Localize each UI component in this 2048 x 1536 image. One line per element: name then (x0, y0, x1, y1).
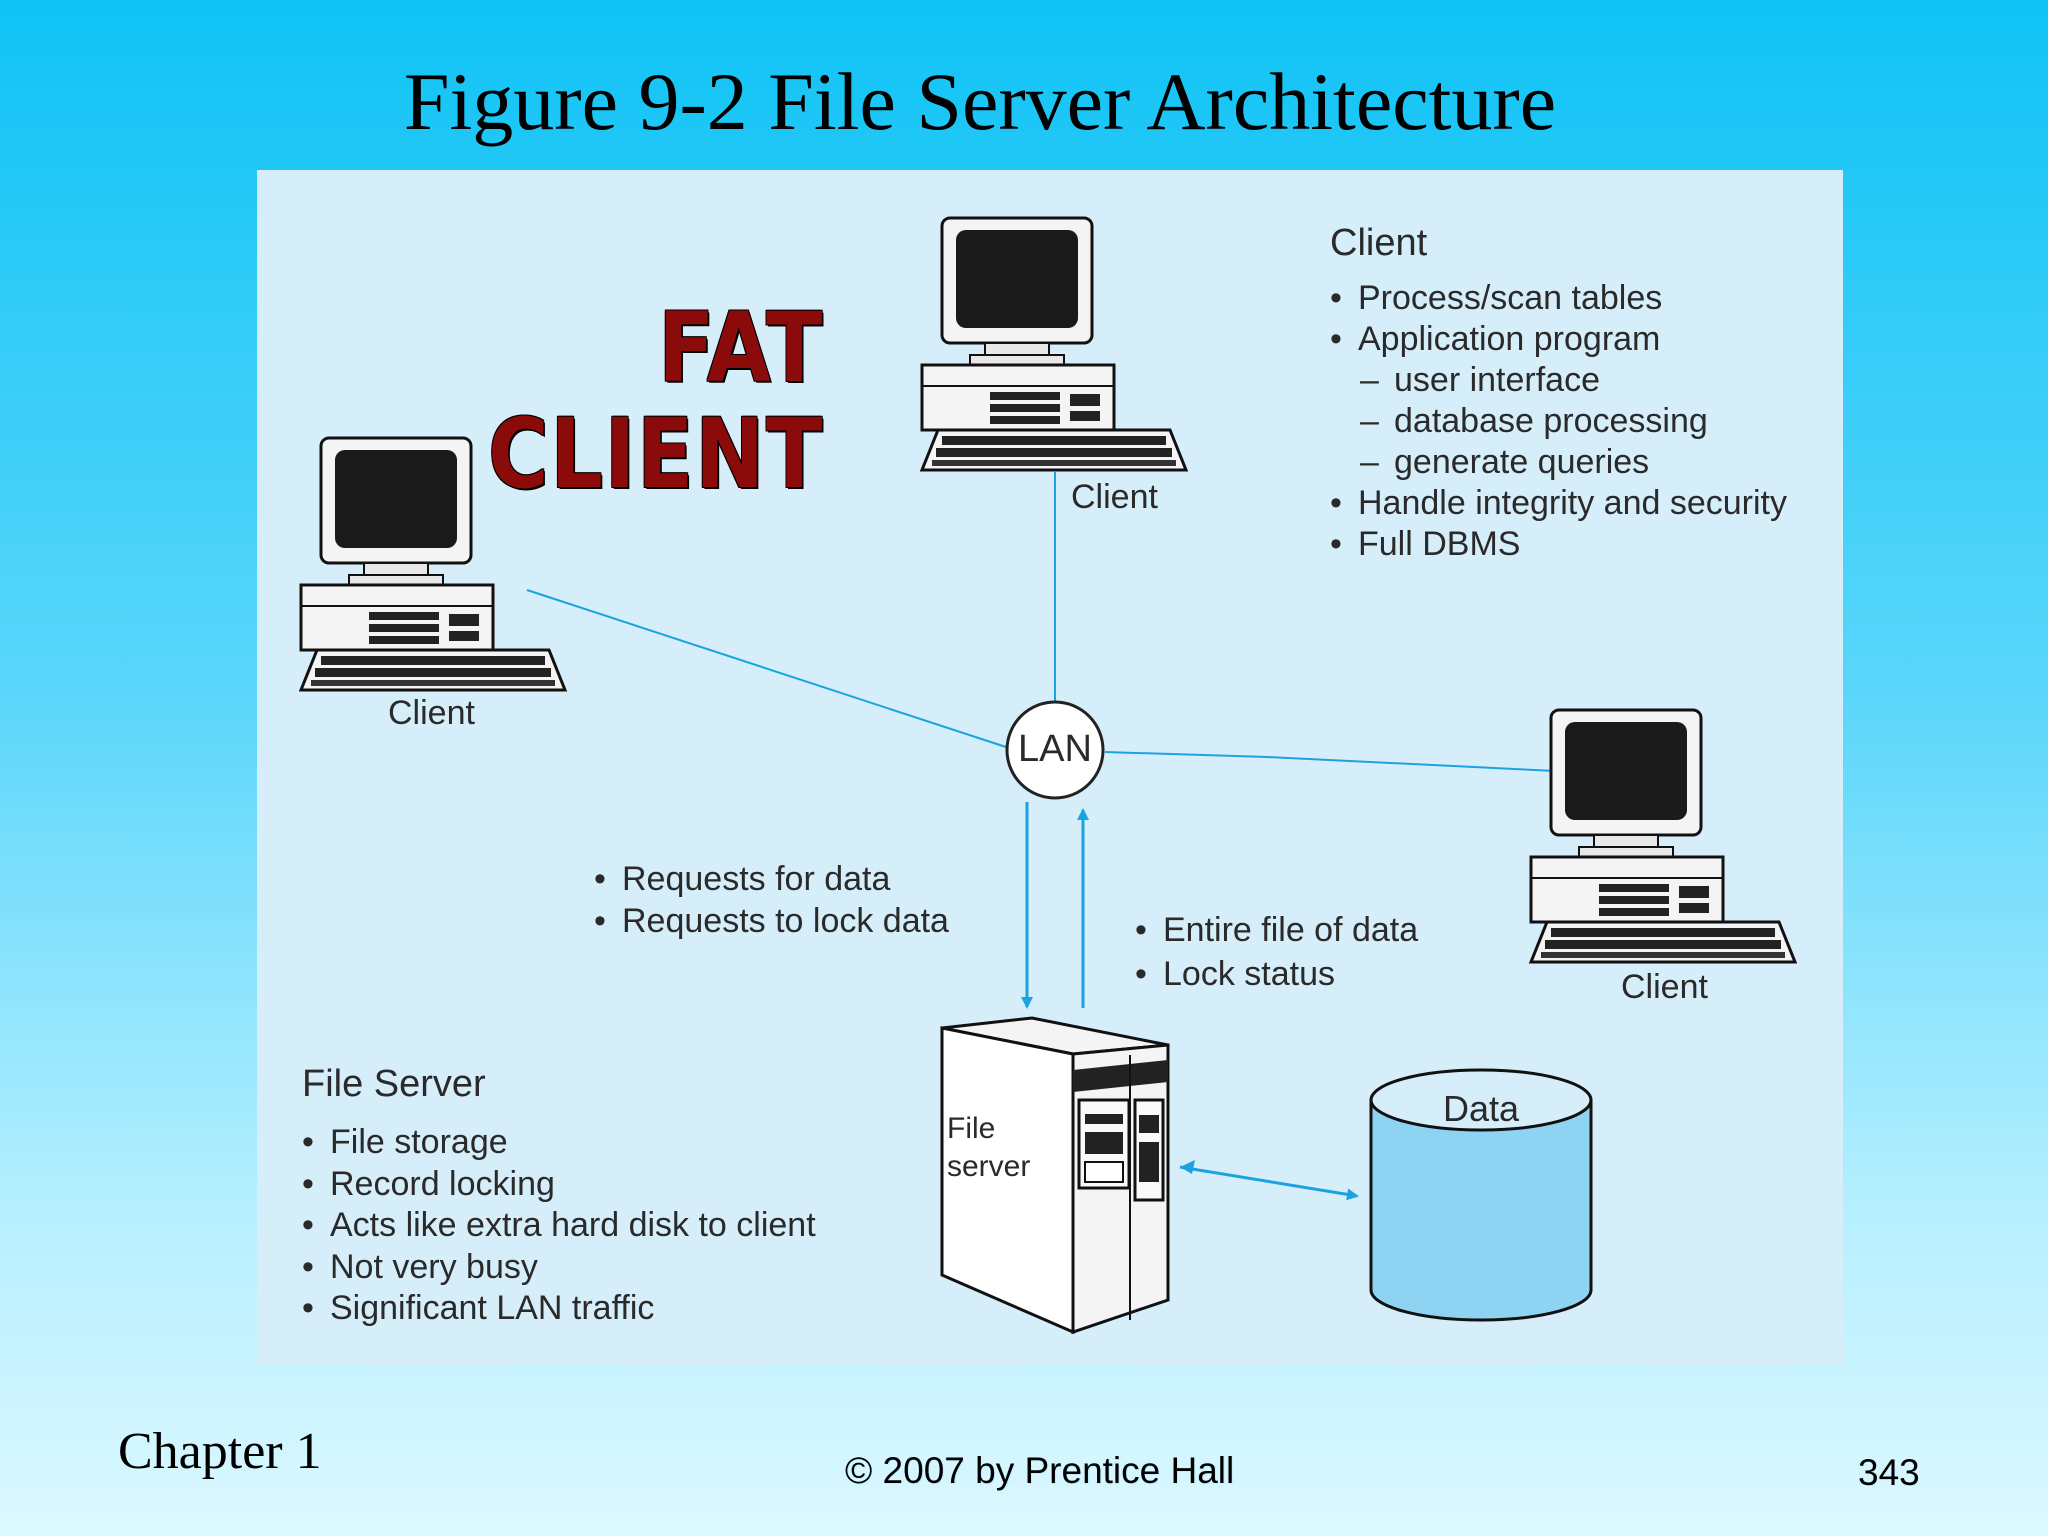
left-client-label: Client (388, 694, 475, 732)
top-client-computer (920, 216, 1188, 472)
file-server-info-item: Significant LAN traffic (302, 1288, 816, 1330)
fat-client-label-line1: FAT (658, 292, 824, 404)
lan-node (1005, 700, 1105, 800)
response-item: Lock status (1135, 952, 1418, 996)
data-cylinder (1369, 1068, 1593, 1322)
fat-client-label-line2: CLIENT (487, 398, 824, 510)
lan-line-right-client (1104, 751, 1598, 774)
client-info-subitem: database processing (1360, 401, 1787, 442)
responses-list: Entire file of data Lock status (1135, 908, 1418, 996)
lan-label: LAN (1018, 728, 1092, 770)
file-server-info-heading: File Server (302, 1063, 486, 1105)
requests-list: Requests for data Requests to lock data (594, 858, 949, 942)
response-item: Entire file of data (1135, 908, 1418, 952)
file-server-box-label-line1: File (947, 1112, 996, 1145)
right-client-computer (1529, 708, 1797, 964)
slide-title: Figure 9-2 File Server Architecture (403, 56, 1557, 147)
client-info-item: Handle integrity and security (1330, 483, 1787, 524)
request-item: Requests to lock data (594, 900, 949, 942)
diagram-panel: FAT CLIENT Client Client Client LAN Clie… (257, 170, 1843, 1366)
lan-line-left-client (526, 589, 1010, 749)
client-info-list: Process/scan tables Application program … (1330, 278, 1787, 565)
footer-page-number: 343 (1858, 1452, 1920, 1493)
client-info-item: Application program (1330, 319, 1787, 360)
file-server-tower (940, 1016, 1170, 1335)
file-server-info-item: Not very busy (302, 1247, 816, 1289)
server-data-arrow (1179, 1165, 1359, 1201)
footer-copyright: © 2007 by Prentice Hall (845, 1450, 1235, 1491)
file-server-info-item: Acts like extra hard disk to client (302, 1205, 816, 1247)
file-server-info-item: File storage (302, 1122, 816, 1164)
client-info-item: Full DBMS (1330, 524, 1787, 565)
footer-chapter: Chapter 1 (118, 1423, 322, 1480)
diagram-canvas (299, 216, 1797, 1335)
file-server-info-item: Record locking (302, 1164, 816, 1206)
client-info-subitem: generate queries (1360, 442, 1787, 483)
top-client-label: Client (1071, 478, 1158, 516)
file-server-info-list: File storage Record locking Acts like ex… (302, 1122, 816, 1330)
client-info-item: Process/scan tables (1330, 278, 1787, 319)
client-info-subitem: user interface (1360, 360, 1787, 401)
data-label: Data (1442, 1088, 1520, 1129)
file-server-box-label: File server (947, 1110, 1030, 1186)
request-item: Requests for data (594, 858, 949, 900)
file-server-box-label-line2: server (947, 1150, 1031, 1183)
right-client-label: Client (1621, 968, 1708, 1006)
client-info-heading: Client (1330, 222, 1428, 264)
